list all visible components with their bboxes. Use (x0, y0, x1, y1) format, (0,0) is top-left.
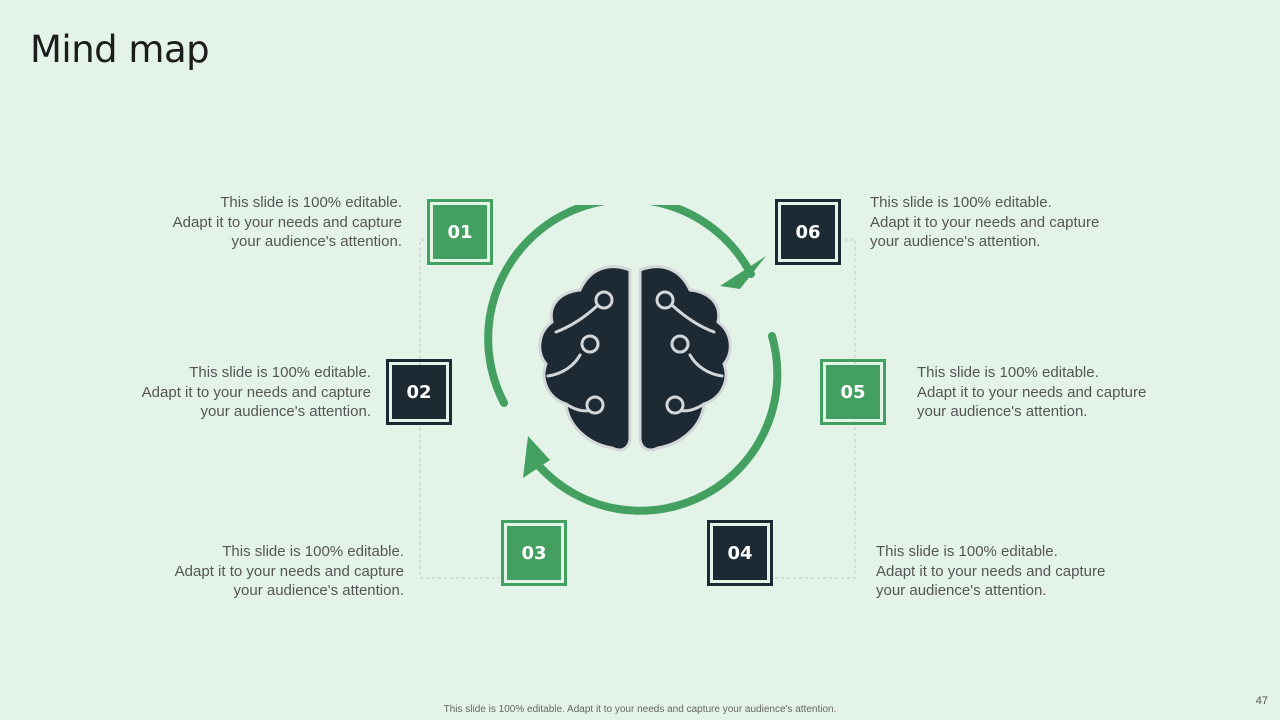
brain-icon (538, 265, 732, 452)
description-02-line-1: This slide is 100% editable. (189, 364, 371, 381)
description-02-line-2: Adapt it to your needs and capture (141, 383, 371, 401)
description-04-line-1: This slide is 100% editable. (876, 543, 1058, 560)
badge-04[interactable]: 04 (707, 520, 773, 586)
description-06: This slide is 100% editable. Adapt it to… (870, 193, 1130, 252)
badge-05-number: 05 (826, 365, 880, 419)
description-05-line-3: your audience's attention. (917, 403, 1088, 420)
description-06-line-2: Adapt it to your needs and capture (870, 213, 1100, 231)
description-05-line-2: Adapt it to your needs and capture (917, 383, 1147, 401)
description-03-line-3: your audience's attention. (233, 582, 404, 599)
description-03: This slide is 100% editable. Adapt it to… (144, 542, 404, 601)
description-03-line-2: Adapt it to your needs and capture (174, 562, 404, 580)
description-04-line-2: Adapt it to your needs and capture (876, 562, 1106, 580)
description-01-line-3: your audience's attention. (231, 233, 402, 250)
description-01: This slide is 100% editable. Adapt it to… (142, 193, 402, 252)
description-01-line-2: Adapt it to your needs and capture (172, 213, 402, 231)
badge-05[interactable]: 05 (820, 359, 886, 425)
description-06-line-3: your audience's attention. (870, 233, 1041, 250)
description-03-line-1: This slide is 100% editable. (222, 543, 404, 560)
cycle-arrows-icon (484, 205, 782, 515)
slide-title: Mind map (30, 28, 210, 71)
description-05-line-1: This slide is 100% editable. (917, 364, 1099, 381)
description-01-line-1: This slide is 100% editable. (220, 194, 402, 211)
page-number: 47 (1255, 695, 1268, 707)
description-05: This slide is 100% editable. Adapt it to… (917, 363, 1177, 422)
badge-06-number: 06 (781, 205, 835, 259)
description-02: This slide is 100% editable. Adapt it to… (111, 363, 371, 422)
badge-06[interactable]: 06 (775, 199, 841, 265)
badge-04-number: 04 (713, 526, 767, 580)
badge-02[interactable]: 02 (386, 359, 452, 425)
badge-01[interactable]: 01 (427, 199, 493, 265)
description-04-line-3: your audience's attention. (876, 582, 1047, 599)
badge-01-number: 01 (433, 205, 487, 259)
description-04: This slide is 100% editable. Adapt it to… (876, 542, 1136, 601)
footer-note: This slide is 100% editable. Adapt it to… (443, 704, 837, 715)
badge-03-number: 03 (507, 526, 561, 580)
description-02-line-3: your audience's attention. (200, 403, 371, 420)
badge-02-number: 02 (392, 365, 446, 419)
description-06-line-1: This slide is 100% editable. (870, 194, 1052, 211)
badge-03[interactable]: 03 (501, 520, 567, 586)
